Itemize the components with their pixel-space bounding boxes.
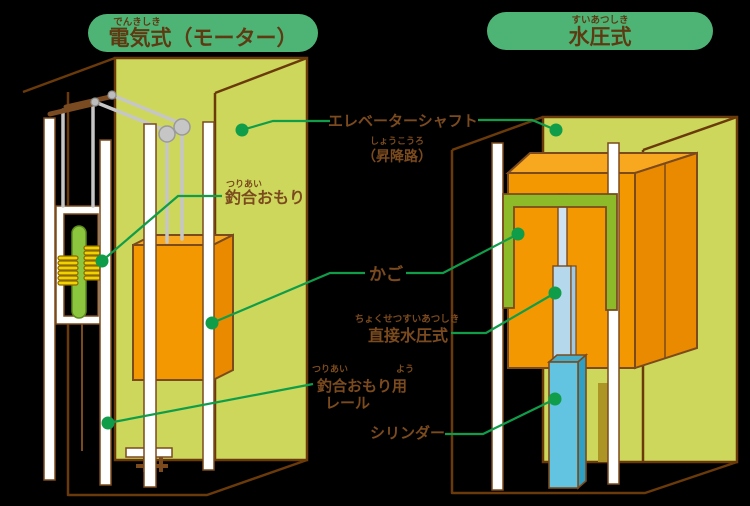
car-rail-right bbox=[607, 142, 620, 485]
counterweight-rail-left bbox=[43, 117, 56, 481]
label-counterweight-rail: つりあい よう 釣合おもり用 レール bbox=[312, 364, 414, 412]
label-car: かご bbox=[369, 264, 404, 285]
electric-elevator-diagram bbox=[22, 56, 309, 497]
title-electric-furigana: でんきしき bbox=[113, 17, 161, 28]
leader-lines bbox=[95, 118, 563, 436]
pointer-dot-shaft-left bbox=[235, 123, 249, 137]
label-direct-hydraulic-furigana: ちょくせつすいあつしき bbox=[355, 313, 460, 325]
right-shaft-pit-edges bbox=[450, 150, 738, 495]
leader-car-left bbox=[211, 271, 365, 325]
pulley-sheave bbox=[158, 125, 176, 143]
pointer-dot-car-right bbox=[511, 227, 525, 241]
title-electric-text: 電気式（モーター） bbox=[109, 26, 298, 50]
label-shaft-text: エレベーターシャフト bbox=[328, 112, 478, 130]
car-rail-left bbox=[143, 123, 157, 488]
pulley-sheave bbox=[173, 118, 191, 136]
cable-anchor bbox=[107, 90, 117, 100]
title-hydraulic: すいあつしき 水圧式 bbox=[487, 12, 713, 50]
leader-shaft-right bbox=[478, 118, 557, 132]
label-elevator-shaft: エレベーターシャフト しょうこうろ （昇降路） bbox=[328, 112, 478, 165]
label-cw-rail-furigana-tsuriai: つりあい bbox=[312, 364, 348, 375]
hoist-cables bbox=[61, 93, 184, 244]
label-counterweight: つりあい 釣合おもり bbox=[225, 179, 305, 207]
label-direct-hydraulic-text: 直接水圧式 bbox=[368, 326, 448, 345]
machine-beam bbox=[63, 93, 117, 110]
label-counterweight-text: 釣合おもり bbox=[225, 188, 305, 207]
label-shaft-sub: （昇降路） bbox=[362, 148, 432, 165]
label-cw-rail-line1: 釣合おもり用 bbox=[317, 377, 407, 395]
label-counterweight-furigana: つりあい bbox=[226, 179, 262, 190]
pointer-dot-counterweight bbox=[95, 254, 109, 268]
label-car-text: かご bbox=[369, 264, 404, 285]
pointer-dot-cylinder bbox=[548, 392, 562, 406]
pointer-dot-shaft-right bbox=[549, 123, 563, 137]
leader-counterweight bbox=[101, 194, 222, 262]
hydraulic-elevator-diagram bbox=[450, 115, 739, 495]
label-cylinder: シリンダー bbox=[370, 424, 445, 442]
pointer-dot-plunger bbox=[548, 286, 562, 300]
car-rail-right bbox=[202, 121, 215, 471]
right-elevator-car bbox=[505, 151, 698, 370]
label-direct-hydraulic: ちょくせつすいあつしき 直接水圧式 bbox=[355, 313, 460, 345]
machine-beam bbox=[47, 100, 100, 117]
label-shaft-sub-furigana: しょうこうろ bbox=[370, 136, 424, 147]
plunger-lower-rod bbox=[552, 265, 577, 365]
car-sling-frame bbox=[502, 193, 618, 311]
counterweight-rail-right bbox=[99, 139, 112, 486]
rail-shadow bbox=[598, 383, 608, 462]
leader-counterweight-rail bbox=[107, 382, 314, 425]
title-pill-electric bbox=[88, 14, 318, 52]
leader-shaft-left bbox=[241, 119, 330, 132]
label-cw-rail-line2: レール bbox=[325, 394, 370, 412]
leader-direct-hydraulic bbox=[451, 292, 556, 335]
leader-cylinder bbox=[445, 398, 556, 436]
car-rail-left bbox=[491, 142, 504, 491]
title-hydraulic-furigana: すいあつしき bbox=[571, 14, 628, 26]
pointer-dot-counterweight-rail bbox=[101, 416, 115, 430]
title-pill-hydraulic bbox=[487, 12, 713, 50]
counterweight-plates-left bbox=[57, 255, 79, 286]
pointer-dot-car-left bbox=[205, 316, 219, 330]
label-cw-rail-furigana-yo: よう bbox=[396, 364, 414, 375]
title-electric: でんきしき 電気式（モーター） bbox=[88, 14, 318, 52]
label-cylinder-text: シリンダー bbox=[370, 424, 445, 442]
hydraulic-cylinder bbox=[546, 353, 589, 490]
leader-car-right bbox=[406, 233, 519, 275]
cable-anchor bbox=[90, 97, 100, 107]
title-hydraulic-text: 水圧式 bbox=[569, 25, 632, 49]
